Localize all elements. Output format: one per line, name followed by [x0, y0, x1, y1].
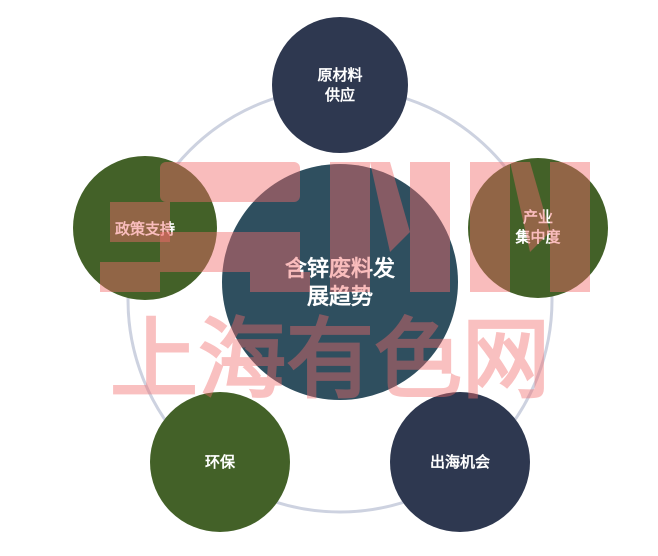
center-label-line-1: 含锌废料发 — [285, 256, 396, 282]
node-overseas-opportunity-circle — [390, 392, 530, 532]
node-raw-material-circle — [272, 17, 408, 153]
node-policy-support: 政策支持 — [73, 156, 217, 300]
watermark: 上海有色网 — [100, 162, 590, 411]
node-raw-material-label-2: 供应 — [324, 86, 355, 104]
node-industry-concentration-label-1: 产业 — [523, 208, 553, 226]
node-environmental: 环保 — [150, 392, 290, 532]
center-node: 含锌废料发 展趋势 — [222, 164, 458, 400]
node-environmental-label: 环保 — [205, 453, 236, 471]
node-raw-material-label-1: 原材料 — [317, 66, 362, 84]
node-policy-support-circle — [73, 156, 217, 300]
center-circle — [222, 164, 458, 400]
watermark-cn-text: 上海有色网 — [110, 308, 550, 411]
node-industry-concentration: 产业 集中度 — [468, 158, 608, 298]
node-industry-concentration-label-2: 集中度 — [514, 228, 561, 246]
node-industry-concentration-circle — [468, 158, 608, 298]
center-label-line-2: 展趋势 — [307, 284, 373, 310]
node-raw-material: 原材料 供应 — [272, 17, 408, 153]
node-overseas-opportunity-label: 出海机会 — [430, 453, 490, 471]
node-policy-support-label: 政策支持 — [115, 220, 175, 238]
node-environmental-circle — [150, 392, 290, 532]
watermark-logo — [100, 162, 590, 292]
node-overseas-opportunity: 出海机会 — [390, 392, 530, 532]
